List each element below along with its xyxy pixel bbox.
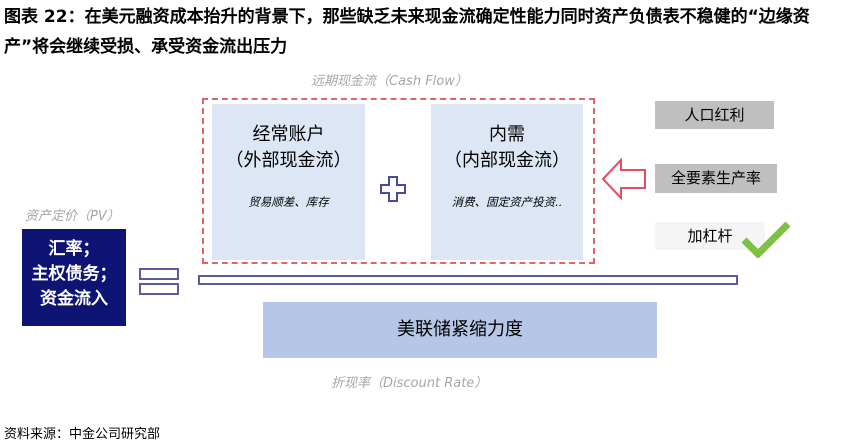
source-note: 资料来源：中金公司研究部 <box>4 427 161 442</box>
pv-label: 资产定价（PV） <box>25 209 120 224</box>
equals-icon-bottom <box>139 283 179 295</box>
figure-title: 图表 22：在美元融资成本抬升的背景下，那些缺乏未来现金流确定性能力同时资产负债… <box>4 7 810 57</box>
asset-line-debt: 主权债务； <box>31 264 117 284</box>
domestic-sub: （内部现金流） <box>444 150 570 171</box>
arrow-left-icon <box>601 158 646 200</box>
current-account-title: 经常账户 <box>252 124 325 145</box>
plus-icon <box>380 176 406 202</box>
domestic-demand-box: 内需 （内部现金流） 消费、固定资产投资.. <box>431 104 583 260</box>
cash-flow-group <box>202 98 595 264</box>
checkmark-icon <box>741 221 791 258</box>
factor-demographic: 人口红利 <box>655 101 774 129</box>
discount-label: 折现率（Discount Rate） <box>331 376 488 391</box>
asset-box: 汇率； 主权债务； 资金流入 <box>22 229 126 326</box>
asset-line-inflow: 资金流入 <box>40 289 108 309</box>
current-account-box: 经常账户 （外部现金流） 贸易顺差、库存 <box>212 104 365 260</box>
fed-tightening-box: 美联储紧缩力度 <box>263 302 657 358</box>
current-account-sub: （外部现金流） <box>225 150 352 171</box>
cash-flow-label: 远期现金流（Cash Flow） <box>311 74 468 89</box>
domestic-title: 内需 <box>489 124 525 145</box>
fraction-bar <box>198 275 738 285</box>
domestic-detail: 消费、固定资产投资.. <box>451 195 563 209</box>
factor-tfp: 全要素生产率 <box>655 164 777 193</box>
asset-line-fx: 汇率； <box>48 239 100 259</box>
current-account-detail: 贸易顺差、库存 <box>248 195 329 209</box>
equals-icon <box>139 268 179 280</box>
